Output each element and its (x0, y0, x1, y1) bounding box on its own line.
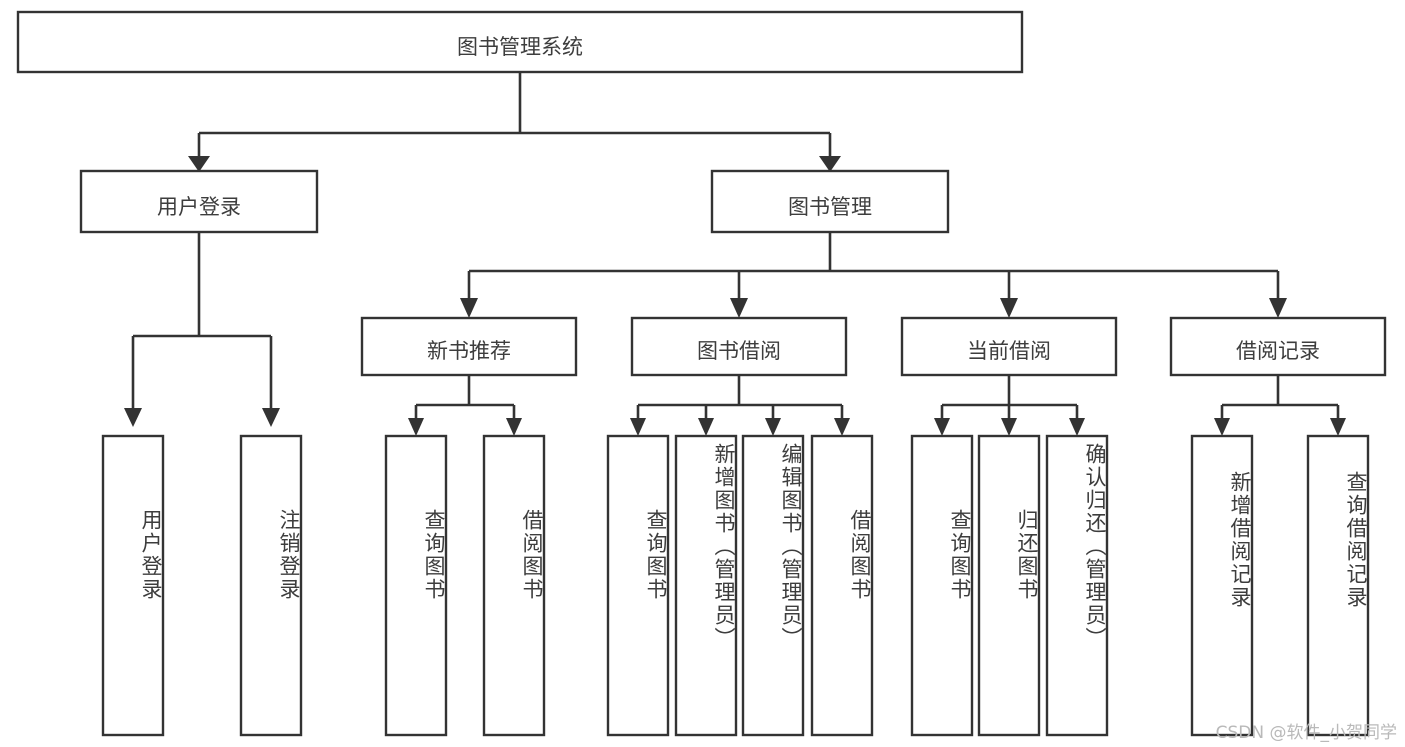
node-root[interactable] (16, 10, 1024, 74)
node-box-layer (16, 10, 1387, 737)
leaf-confirm-return-admin[interactable] (1045, 434, 1109, 737)
arrowhead-borrow-record-child1 (1214, 418, 1230, 436)
arrowhead-borrow-book-child3 (765, 418, 781, 436)
arrowhead-borrow-book-child2 (698, 418, 714, 436)
leaf-query-book-borrow[interactable] (606, 434, 670, 737)
arrowhead-current-borrow-child1 (934, 418, 950, 436)
connector-layer (124, 72, 1346, 436)
node-user-login[interactable] (79, 169, 319, 234)
node-book-borrow[interactable] (630, 316, 848, 377)
leaf-edit-book-admin[interactable] (741, 434, 805, 737)
arrowhead-new-book-child1 (408, 418, 424, 436)
leaf-query-book-recommend[interactable] (384, 434, 448, 737)
leaf-borrow-book-recommend[interactable] (482, 434, 546, 737)
leaf-return-book[interactable] (977, 434, 1041, 737)
leaf-add-borrow-record[interactable] (1190, 434, 1254, 737)
arrowhead-to-new-book (460, 298, 478, 318)
node-book-management[interactable] (710, 169, 950, 234)
node-borrow-record[interactable] (1169, 316, 1387, 377)
arrowhead-borrow-record-child2 (1330, 418, 1346, 436)
leaf-logout-login[interactable] (239, 434, 303, 737)
leaf-query-borrow-record[interactable] (1306, 434, 1370, 737)
leaf-add-book-admin[interactable] (674, 434, 738, 737)
arrowhead-borrow-book-child1 (630, 418, 646, 436)
leaf-query-book-current[interactable] (910, 434, 974, 737)
leaf-borrow-book-borrow[interactable] (810, 434, 874, 737)
arrowhead-to-user-login (188, 156, 210, 172)
arrowhead-to-current-borrow (1000, 298, 1018, 318)
node-current-borrow[interactable] (900, 316, 1118, 377)
arrowhead-current-borrow-child2 (1001, 418, 1017, 436)
arrowhead-borrow-book-child4 (834, 418, 850, 436)
leaf-user-login[interactable] (101, 434, 165, 737)
arrowhead-to-borrow-book (730, 298, 748, 318)
node-new-book-recommend[interactable] (360, 316, 578, 377)
arrowhead-new-book-child2 (506, 418, 522, 436)
arrowhead-current-borrow-child3 (1069, 418, 1085, 436)
arrowhead-user-login-child2 (262, 408, 280, 427)
arrowhead-user-login-child1 (124, 408, 142, 427)
arrowhead-to-book-mgmt (819, 156, 841, 172)
arrowhead-to-borrow-record (1269, 298, 1287, 318)
